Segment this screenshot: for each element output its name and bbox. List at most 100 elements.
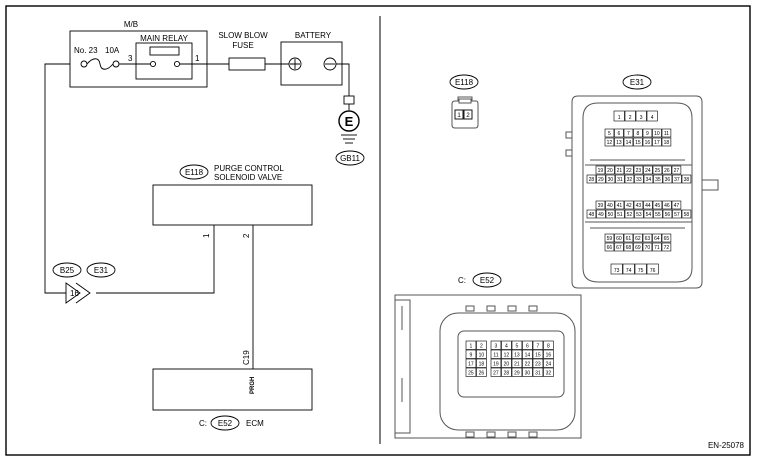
valve-pin-1: 1 [202, 233, 211, 238]
connector-pin [614, 242, 624, 252]
connector-pin-label: 55 [655, 212, 661, 218]
connector-pin [643, 174, 654, 184]
connector-pin-label: 60 [616, 236, 622, 242]
connector-pin [501, 349, 512, 359]
connector-pin [532, 367, 544, 377]
connector-pin-label: 50 [608, 212, 614, 218]
connector-pin [652, 165, 663, 175]
e118-pin-1-label: 1 [457, 113, 461, 119]
connector-pin-label: 40 [607, 203, 613, 209]
connector-pin [532, 358, 544, 368]
connector-pin [661, 137, 672, 147]
connector-pin-label: 11 [493, 353, 498, 359]
valve-pin-2: 2 [242, 233, 251, 238]
fuse-terminal-left [80, 60, 88, 68]
connector-pin [605, 209, 616, 219]
connector-pin [501, 358, 512, 368]
connector-pin-label: 63 [645, 236, 651, 242]
connector-pin-label: 15 [535, 353, 541, 359]
ground-symbol: E [345, 114, 354, 129]
connector-pin-label: 42 [626, 203, 632, 209]
connector-pin [662, 174, 673, 184]
connector-pin-label: 8 [547, 344, 550, 350]
connector-pin [604, 233, 615, 243]
connector-pin [624, 209, 635, 219]
connector-pin [522, 340, 533, 350]
connector-pin [522, 358, 533, 368]
connector-pin-label: 8 [637, 131, 640, 137]
ground-wire [336, 63, 350, 96]
connector-pin [543, 358, 554, 368]
connector-pin-label: 32 [546, 371, 552, 377]
connector-pin-label: 33 [636, 177, 642, 183]
connector-pin-label: 41 [617, 203, 623, 209]
connector-pin-label: 59 [607, 236, 613, 242]
valve-connector-oval [179, 164, 209, 180]
e52-left-lock [395, 299, 411, 434]
connector-pin [662, 165, 672, 175]
connector-pin [490, 367, 502, 377]
connector-pin-label: 1 [618, 115, 621, 121]
fuse-terminal-right [112, 60, 120, 68]
connector-pin [642, 233, 653, 243]
e118-pin-1 [454, 109, 464, 120]
connector-pin-label: 30 [608, 177, 614, 183]
e118-latch [458, 98, 472, 104]
e31-housing [571, 95, 703, 289]
connector-pin-label: 3 [495, 344, 498, 350]
valve-name-line1: PURGE CONTROL [214, 164, 284, 173]
connector-pin [543, 340, 554, 350]
connector-pin-label: 21 [514, 362, 520, 368]
connector-pin [604, 242, 615, 252]
connector-pin-label: 9 [646, 131, 649, 137]
connector-pin-label: 19 [598, 168, 604, 174]
ecm-connector-oval [210, 415, 240, 431]
connector-pin [624, 165, 634, 175]
connector-pin-label: 2 [629, 115, 632, 121]
connector-pin [633, 128, 643, 138]
connector-pin [476, 367, 487, 377]
connector-pin [532, 349, 544, 359]
connector-pin [662, 209, 673, 219]
connector-pin [633, 165, 644, 175]
connector-pin-label: 51 [617, 212, 623, 218]
connector-pin-label: 58 [684, 212, 690, 218]
e118-pin-2 [463, 109, 473, 120]
power-wire-to-valve [44, 63, 70, 294]
connector-pin-label: 20 [607, 168, 613, 174]
connector-pin [681, 209, 692, 219]
e31-inner-frame [582, 102, 693, 283]
connector-pin-label: 72 [664, 245, 670, 251]
connector-pin-label: 18 [664, 140, 670, 146]
connector-pin [634, 174, 644, 184]
connector-pin-label: 61 [626, 236, 632, 242]
ecm-connector-code: E52 [218, 419, 233, 428]
connector-pin [652, 200, 663, 210]
connector-pin [615, 209, 625, 219]
connector-pin-label: 45 [655, 203, 661, 209]
connector-pin-label: 11 [664, 131, 669, 137]
connector-pin [476, 349, 487, 359]
connector-pin [604, 128, 615, 138]
connector-pin-label: 17 [468, 362, 474, 368]
e118-connector-body [451, 96, 479, 129]
connector-pin [671, 165, 682, 175]
e31-left-tab [565, 131, 572, 157]
connector-pin-label: 27 [493, 371, 499, 377]
connector-pin-label: 31 [617, 177, 623, 183]
connector-pin [596, 209, 606, 219]
connector-pin [543, 367, 554, 377]
main-relay-label: MAIN RELAY [140, 34, 189, 43]
e118-label-oval [449, 74, 479, 90]
connector-pin-label: 48 [589, 212, 595, 218]
connector-pin [501, 340, 512, 350]
connector-pin [586, 209, 597, 219]
connector-pin [652, 128, 662, 138]
e52-tabs [465, 305, 538, 438]
e52-inner-housing [439, 312, 576, 431]
connector-pin [511, 340, 523, 350]
connector-pin-label: 6 [618, 131, 621, 137]
connector-pin-label: 14 [626, 140, 632, 146]
connector-pin [624, 200, 634, 210]
